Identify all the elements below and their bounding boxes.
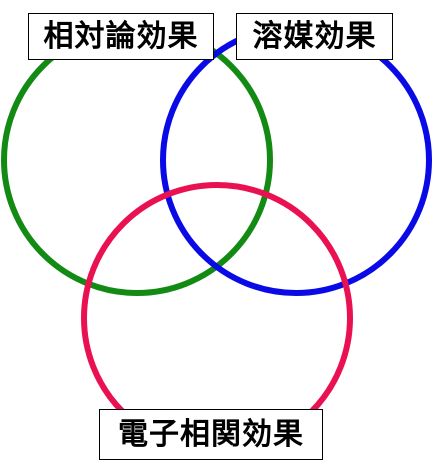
relativity-effect-label: 相対論効果 <box>28 13 214 60</box>
electron-correlation-effect-label: 電子相関効果 <box>99 409 323 460</box>
solvent-effect-label: 溶媒効果 <box>236 13 393 60</box>
relativity-circle <box>1 24 273 296</box>
solvent-circle <box>160 24 432 296</box>
